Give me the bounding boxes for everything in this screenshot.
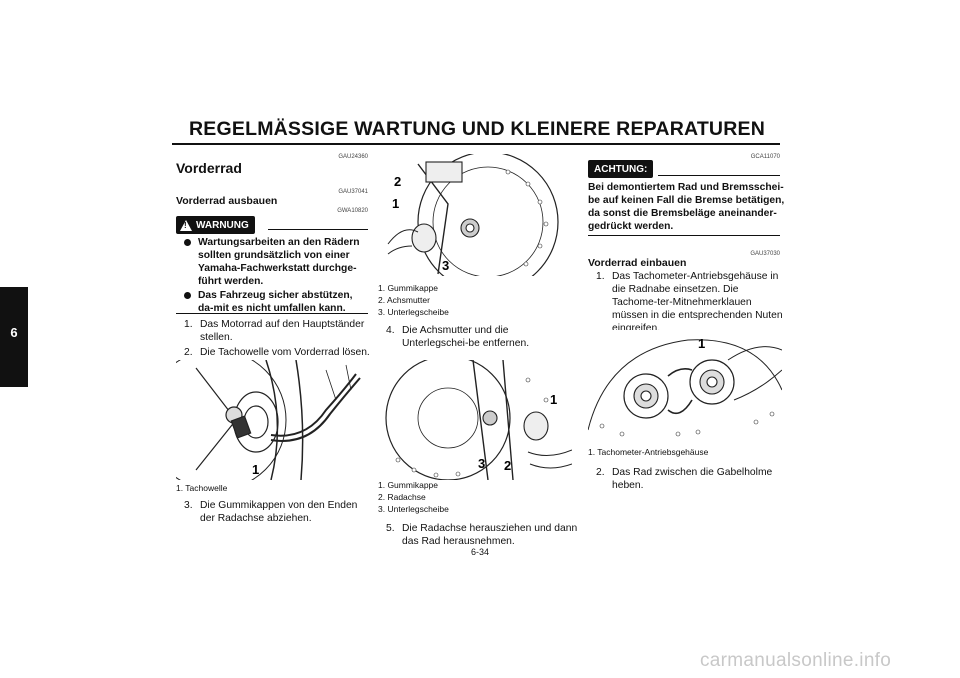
warning-item: Wartungsarbeiten an den Rädern sollten g… xyxy=(180,236,370,288)
warning-item-text: Wartungsarbeiten an den Rädern sollten g… xyxy=(198,237,360,287)
section-code: GAU24360 xyxy=(338,154,368,160)
step-item: 3. Die Gummikappen von den Enden der Rad… xyxy=(184,499,372,525)
figure-callout: 1 xyxy=(392,196,399,211)
steps-list-3: 3. Die Gummikappen von den Enden der Rad… xyxy=(184,499,372,527)
chapter-tab xyxy=(0,287,28,387)
page-number: 6-34 xyxy=(470,547,489,557)
figure-caption: 3. Unterlegscheibe xyxy=(378,307,449,317)
figure-callout: 2 xyxy=(394,174,401,189)
warning-item-text: Das Fahrzeug sicher abstützen, da-mit es… xyxy=(198,290,353,314)
figure-achsmutter: 2 1 3 xyxy=(378,154,572,276)
step-number: 3. xyxy=(184,500,193,511)
figure-callout: 2 xyxy=(504,458,511,473)
bullet-icon xyxy=(184,292,191,299)
steps-list-5: 5. Die Radachse herausziehen und dann da… xyxy=(386,522,578,550)
caution-text: Bei demontiertem Rad und Bremsschei-be a… xyxy=(588,182,785,232)
step-item: 4. Die Achsmutter und die Unterlegschei-… xyxy=(386,324,576,350)
step-number: 2. xyxy=(596,467,605,478)
figure-callout: 1 xyxy=(698,336,705,351)
step-number: 1. xyxy=(184,319,193,330)
warning-rule xyxy=(268,229,368,230)
figure-callout: 3 xyxy=(478,456,485,471)
subsection-code: GAU37041 xyxy=(338,189,368,195)
step-number: 1. xyxy=(596,271,605,282)
figure-caption: 1. Gummikappe xyxy=(378,480,438,490)
step-item: 1. Das Tachometer-Antriebsgehäuse in die… xyxy=(596,270,786,335)
step-number: 2. xyxy=(184,347,193,358)
figure-tachowelle: 1 xyxy=(176,360,368,480)
subsection-heading: Vorderrad einbauen xyxy=(588,257,687,269)
figure-caption: 1. Tachowelle xyxy=(176,483,228,493)
caution-end-rule xyxy=(588,235,780,236)
figure-caption: 2. Radachse xyxy=(378,492,426,502)
step-item: 5. Die Radachse herausziehen und dann da… xyxy=(386,522,578,548)
figure-caption: 3. Unterlegscheibe xyxy=(378,504,449,514)
bullet-icon xyxy=(184,239,191,246)
caution-rule xyxy=(658,175,780,176)
caution-code: GCA11070 xyxy=(750,154,780,160)
section-heading: Vorderrad xyxy=(176,160,242,176)
subsection-heading: Vorderrad ausbauen xyxy=(176,195,278,207)
warning-badge: WARNUNG xyxy=(176,216,255,234)
steps-list-6: 1. Das Tachometer-Antriebsgehäuse in die… xyxy=(596,270,786,337)
warning-end-rule xyxy=(176,313,368,314)
caution-badge: ACHTUNG: xyxy=(588,160,654,178)
step-text: Das Motorrad auf den Hauptständer stelle… xyxy=(200,319,365,343)
warning-list: Wartungsarbeiten an den Rädern sollten g… xyxy=(180,236,370,316)
step-number: 4. xyxy=(386,325,395,336)
caution-label: ACHTUNG: xyxy=(594,163,648,175)
step-text: Das Tachometer-Antriebsgehäuse in die Ra… xyxy=(612,271,783,334)
figure-caption: 1. Gummikappe xyxy=(378,283,438,293)
warning-label: WARNUNG xyxy=(196,219,249,231)
figure-callout: 1 xyxy=(252,462,259,477)
page-title: REGELMÄSSIGE WARTUNG UND KLEINERE REPARA… xyxy=(189,118,765,140)
step-text: Die Gummikappen von den Enden der Radach… xyxy=(200,500,358,524)
step-item: 2. Das Rad zwischen die Gabelholme heben… xyxy=(596,466,786,492)
chapter-number: 6 xyxy=(10,325,18,340)
step-text: Das Rad zwischen die Gabelholme heben. xyxy=(612,467,773,491)
subsection-code: GAU37030 xyxy=(750,251,780,257)
figure-tachometer-antriebsgehaeuse: 1 xyxy=(588,330,782,442)
figure-caption: 1. Tachometer-Antriebsgehäuse xyxy=(588,447,709,457)
step-text: Die Tachowelle vom Vorderrad lösen. xyxy=(200,347,370,358)
step-text: Die Achsmutter und die Unterlegschei-be … xyxy=(402,325,530,349)
step-item: 2. Die Tachowelle vom Vorderrad lösen. xyxy=(184,346,370,359)
title-rule xyxy=(172,143,780,145)
figure-callout: 3 xyxy=(442,258,449,273)
figure-callout: 1 xyxy=(550,392,557,407)
steps-list-1: 1. Das Motorrad auf den Hauptständer ste… xyxy=(184,318,370,361)
warning-item: Das Fahrzeug sicher abstützen, da-mit es… xyxy=(180,289,370,315)
step-item: 1. Das Motorrad auf den Hauptständer ste… xyxy=(184,318,370,344)
step-text: Die Radachse herausziehen und dann das R… xyxy=(402,523,578,547)
warning-code: GWA10820 xyxy=(337,208,368,214)
steps-list-7: 2. Das Rad zwischen die Gabelholme heben… xyxy=(596,466,786,494)
figure-caption: 2. Achsmutter xyxy=(378,295,430,305)
figure-radachse: 1 3 2 xyxy=(378,360,572,480)
steps-list-4: 4. Die Achsmutter und die Unterlegschei-… xyxy=(386,324,576,352)
step-number: 5. xyxy=(386,523,395,534)
watermark: carmanualsonline.info xyxy=(700,650,892,671)
warning-icon xyxy=(180,219,192,231)
